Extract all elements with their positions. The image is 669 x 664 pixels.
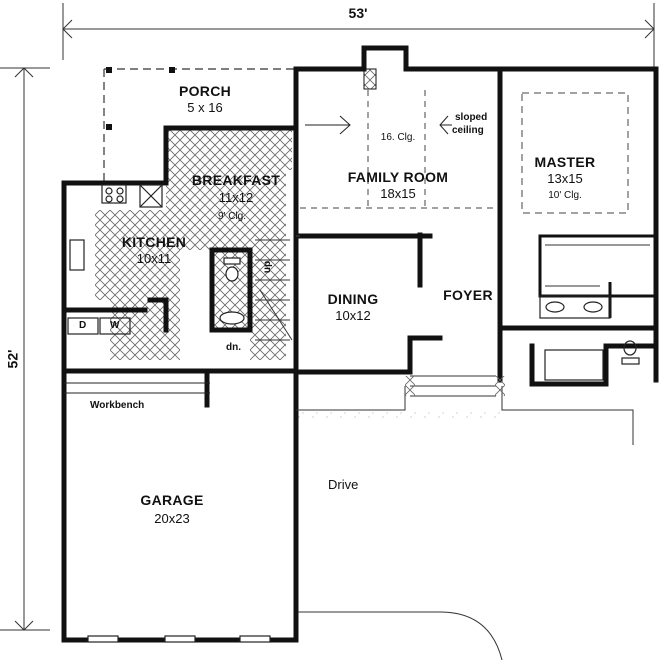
garage-windows [87, 635, 271, 643]
stairs-down-label: dn. [226, 342, 241, 353]
sloped-ceiling-lines [296, 90, 496, 237]
master-closet [538, 234, 658, 318]
sloped-ceiling-note-1: sloped [455, 112, 488, 123]
room-size-porch: 5 x 16 [187, 100, 223, 115]
master-bath-fixtures [539, 295, 640, 381]
overall-width-label: 53' [348, 5, 368, 21]
drive-label: Drive [328, 477, 359, 492]
room-name-master: MASTER [534, 154, 596, 170]
room-ceiling-breakfast: 9' Clg. [217, 211, 247, 222]
stairs [255, 239, 293, 341]
fireplace-hearth [363, 68, 377, 90]
overall-depth-label: 52' [4, 349, 21, 369]
master-tray-ceiling [521, 92, 629, 214]
drive-edges [296, 386, 634, 661]
room-ceiling-master: 10' Clg. [548, 190, 582, 201]
sloped-ceiling-note-2: ceiling [452, 125, 484, 136]
porch-outline [103, 68, 296, 183]
room-size-garage: 20x23 [154, 511, 190, 526]
room-name-kitchen: KITCHEN [121, 234, 187, 250]
stairs-up-label: up [262, 260, 274, 274]
room-name-porch: PORCH [178, 83, 232, 99]
room-size-breakfast: 11x12 [218, 190, 254, 205]
room-name-foyer: FOYER [443, 287, 493, 303]
room-size-master: 13x15 [547, 171, 583, 186]
room-name-dining: DINING [327, 291, 379, 307]
room-name-garage: GARAGE [140, 492, 204, 508]
half-bath-fixtures [219, 257, 245, 325]
width-dimension [62, 3, 655, 68]
exterior-walls [61, 45, 659, 643]
workbench-label: Workbench [90, 400, 145, 411]
washer-label: W [110, 320, 120, 331]
room-size-kitchen: 10x11 [136, 251, 172, 266]
room-ceiling-family: 16. Clg. [380, 132, 416, 143]
depth-dimension [0, 67, 50, 631]
front-steps [410, 375, 496, 397]
tile-floor [95, 128, 292, 360]
dryer-label: D [79, 320, 87, 331]
room-size-dining: 10x12 [335, 308, 371, 323]
drive-surface [292, 410, 502, 422]
room-name-breakfast: BREAKFAST [191, 172, 281, 188]
kitchen-appliances [67, 184, 163, 335]
room-size-family: 18x15 [380, 186, 416, 201]
room-name-family: FAMILY ROOM [347, 169, 449, 185]
